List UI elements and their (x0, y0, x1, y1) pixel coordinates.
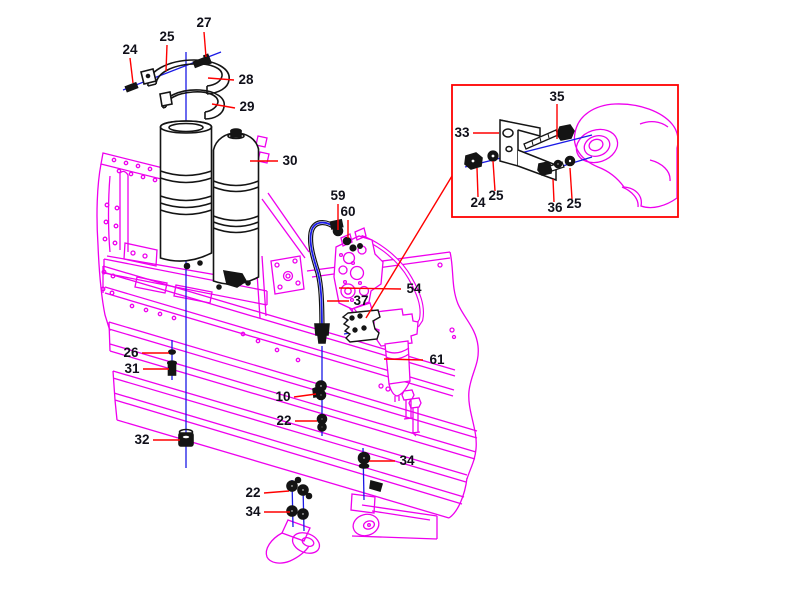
part-label-32: 32 (134, 432, 149, 447)
part-label-10: 10 (275, 389, 290, 404)
fitting-10 (312, 380, 327, 401)
part-label-54: 54 (406, 281, 422, 296)
inset-engine-boss (573, 103, 677, 209)
frame-rail-assembly (96, 135, 479, 564)
fastener-32 (178, 428, 194, 447)
inset-label-35: 35 (549, 89, 565, 104)
part-label-27: 27 (196, 15, 211, 30)
fuel-filter-61 (373, 308, 419, 402)
inset-washer-25b (564, 155, 576, 167)
detail-inset-box (451, 84, 679, 218)
bottom-left-bracket (265, 519, 321, 564)
filter-canister-right (212, 128, 260, 285)
bolt-34-right (357, 451, 383, 492)
part-label-37: 37 (353, 293, 368, 308)
mount-plate (270, 255, 305, 295)
part-label-34-bottom: 34 (245, 504, 261, 519)
bolt-cluster-22-34 (286, 476, 313, 520)
part-label-30: 30 (282, 153, 297, 168)
fastener-31 (167, 360, 178, 376)
strap-bolt-27 (192, 53, 212, 69)
part-label-22-mid: 22 (276, 413, 291, 428)
part-label-22-bottom: 22 (245, 485, 260, 500)
inset-label-25b: 25 (566, 196, 582, 211)
part-label-28: 28 (238, 72, 254, 87)
inset-nut-24 (464, 152, 483, 170)
part-label-59: 59 (330, 188, 345, 203)
inset-bracket-33 (499, 119, 557, 182)
filter-mounting-studs (401, 389, 422, 437)
inset-pointer-line (365, 175, 453, 319)
banjo-fitting-59-60 (329, 218, 363, 252)
inset-bolt-36 (537, 159, 565, 176)
leader-lines (129, 31, 679, 513)
part-label-60: 60 (340, 204, 355, 219)
part-label-26: 26 (123, 345, 139, 360)
filter-canister-left (159, 120, 213, 262)
part-label-29: 29 (239, 99, 254, 114)
inset-label-36: 36 (547, 200, 563, 215)
strap-bolt-24 (124, 81, 139, 93)
frame-rails (102, 265, 478, 519)
black-parts (124, 53, 576, 520)
inset-label-25a: 25 (488, 188, 504, 203)
part-label-31: 31 (124, 361, 140, 376)
primer-pump (333, 227, 384, 320)
fastener-26 (168, 349, 177, 355)
part-label-34-right: 34 (399, 453, 415, 468)
canister-strap-upper (140, 59, 230, 95)
frame-left-plate (96, 152, 168, 332)
pump-mount-bracket (341, 309, 381, 343)
fuel-hose-37 (307, 220, 339, 344)
tray-hardware (183, 260, 251, 290)
part-label-61: 61 (429, 352, 445, 367)
part-label-24: 24 (122, 42, 138, 57)
inset-label-24: 24 (470, 195, 486, 210)
inset-label-33: 33 (454, 125, 470, 140)
canister-strap-lower (159, 89, 225, 120)
callout-labels: 27 25 24 28 29 30 59 60 37 54 26 31 10 2… (122, 15, 582, 519)
inset-bolt-35 (523, 124, 575, 150)
magenta-components (333, 103, 677, 437)
inset-washer-25a (487, 150, 499, 162)
bottom-right-bracket (350, 493, 438, 540)
fitting-22-mid (316, 413, 328, 432)
part-label-25: 25 (159, 29, 175, 44)
